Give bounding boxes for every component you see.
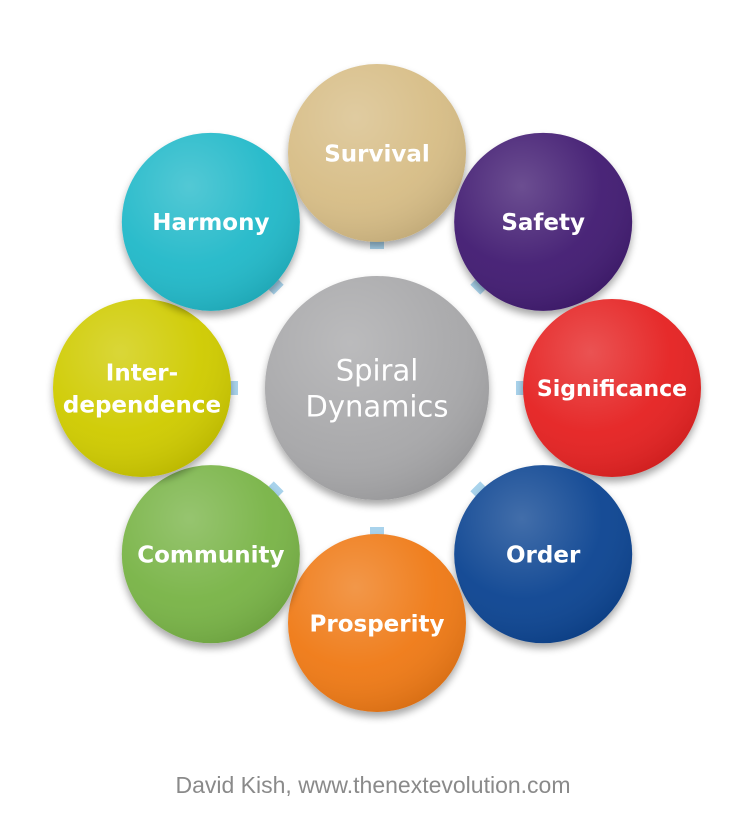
center-highlight: [265, 276, 489, 500]
node-survival-highlight: [288, 64, 466, 242]
node-prosperity-label: Prosperity: [310, 611, 445, 637]
node-safety: Safety: [454, 132, 633, 311]
node-community: Community: [121, 465, 300, 644]
node-community-label: Community: [137, 542, 284, 568]
node-harmony-label: Harmony: [152, 210, 269, 236]
node-interdependence-highlight: [53, 299, 231, 477]
node-survival: Survival: [288, 64, 466, 242]
node-order-highlight: [454, 465, 633, 644]
node-significance: Significance: [523, 299, 701, 477]
node-interdependence-label: dependence: [63, 392, 221, 418]
node-interdependence: Inter-dependence: [53, 299, 231, 477]
nodes-layer: SurvivalSafetySignificanceOrderProsperit…: [53, 64, 701, 712]
node-order-label: Order: [506, 542, 581, 568]
node-interdependence-label: Inter-: [106, 360, 178, 386]
node-community-highlight: [121, 465, 300, 644]
node-significance-highlight: [523, 299, 701, 477]
node-harmony: Harmony: [121, 132, 300, 311]
node-significance-label: Significance: [537, 377, 687, 402]
node-survival-label: Survival: [324, 141, 430, 167]
node-prosperity: Prosperity: [288, 534, 466, 712]
spiral-dynamics-diagram: SurvivalSafetySignificanceOrderProsperit…: [53, 64, 701, 712]
center-label: Dynamics: [305, 389, 448, 423]
node-prosperity-highlight: [288, 534, 466, 712]
node-safety-highlight: [454, 132, 633, 311]
node-order: Order: [454, 465, 633, 644]
node-harmony-highlight: [121, 132, 300, 311]
center-label: Spiral: [336, 353, 419, 387]
node-safety-label: Safety: [501, 210, 585, 236]
source-caption: David Kish, www.thenextevolution.com: [175, 772, 571, 798]
